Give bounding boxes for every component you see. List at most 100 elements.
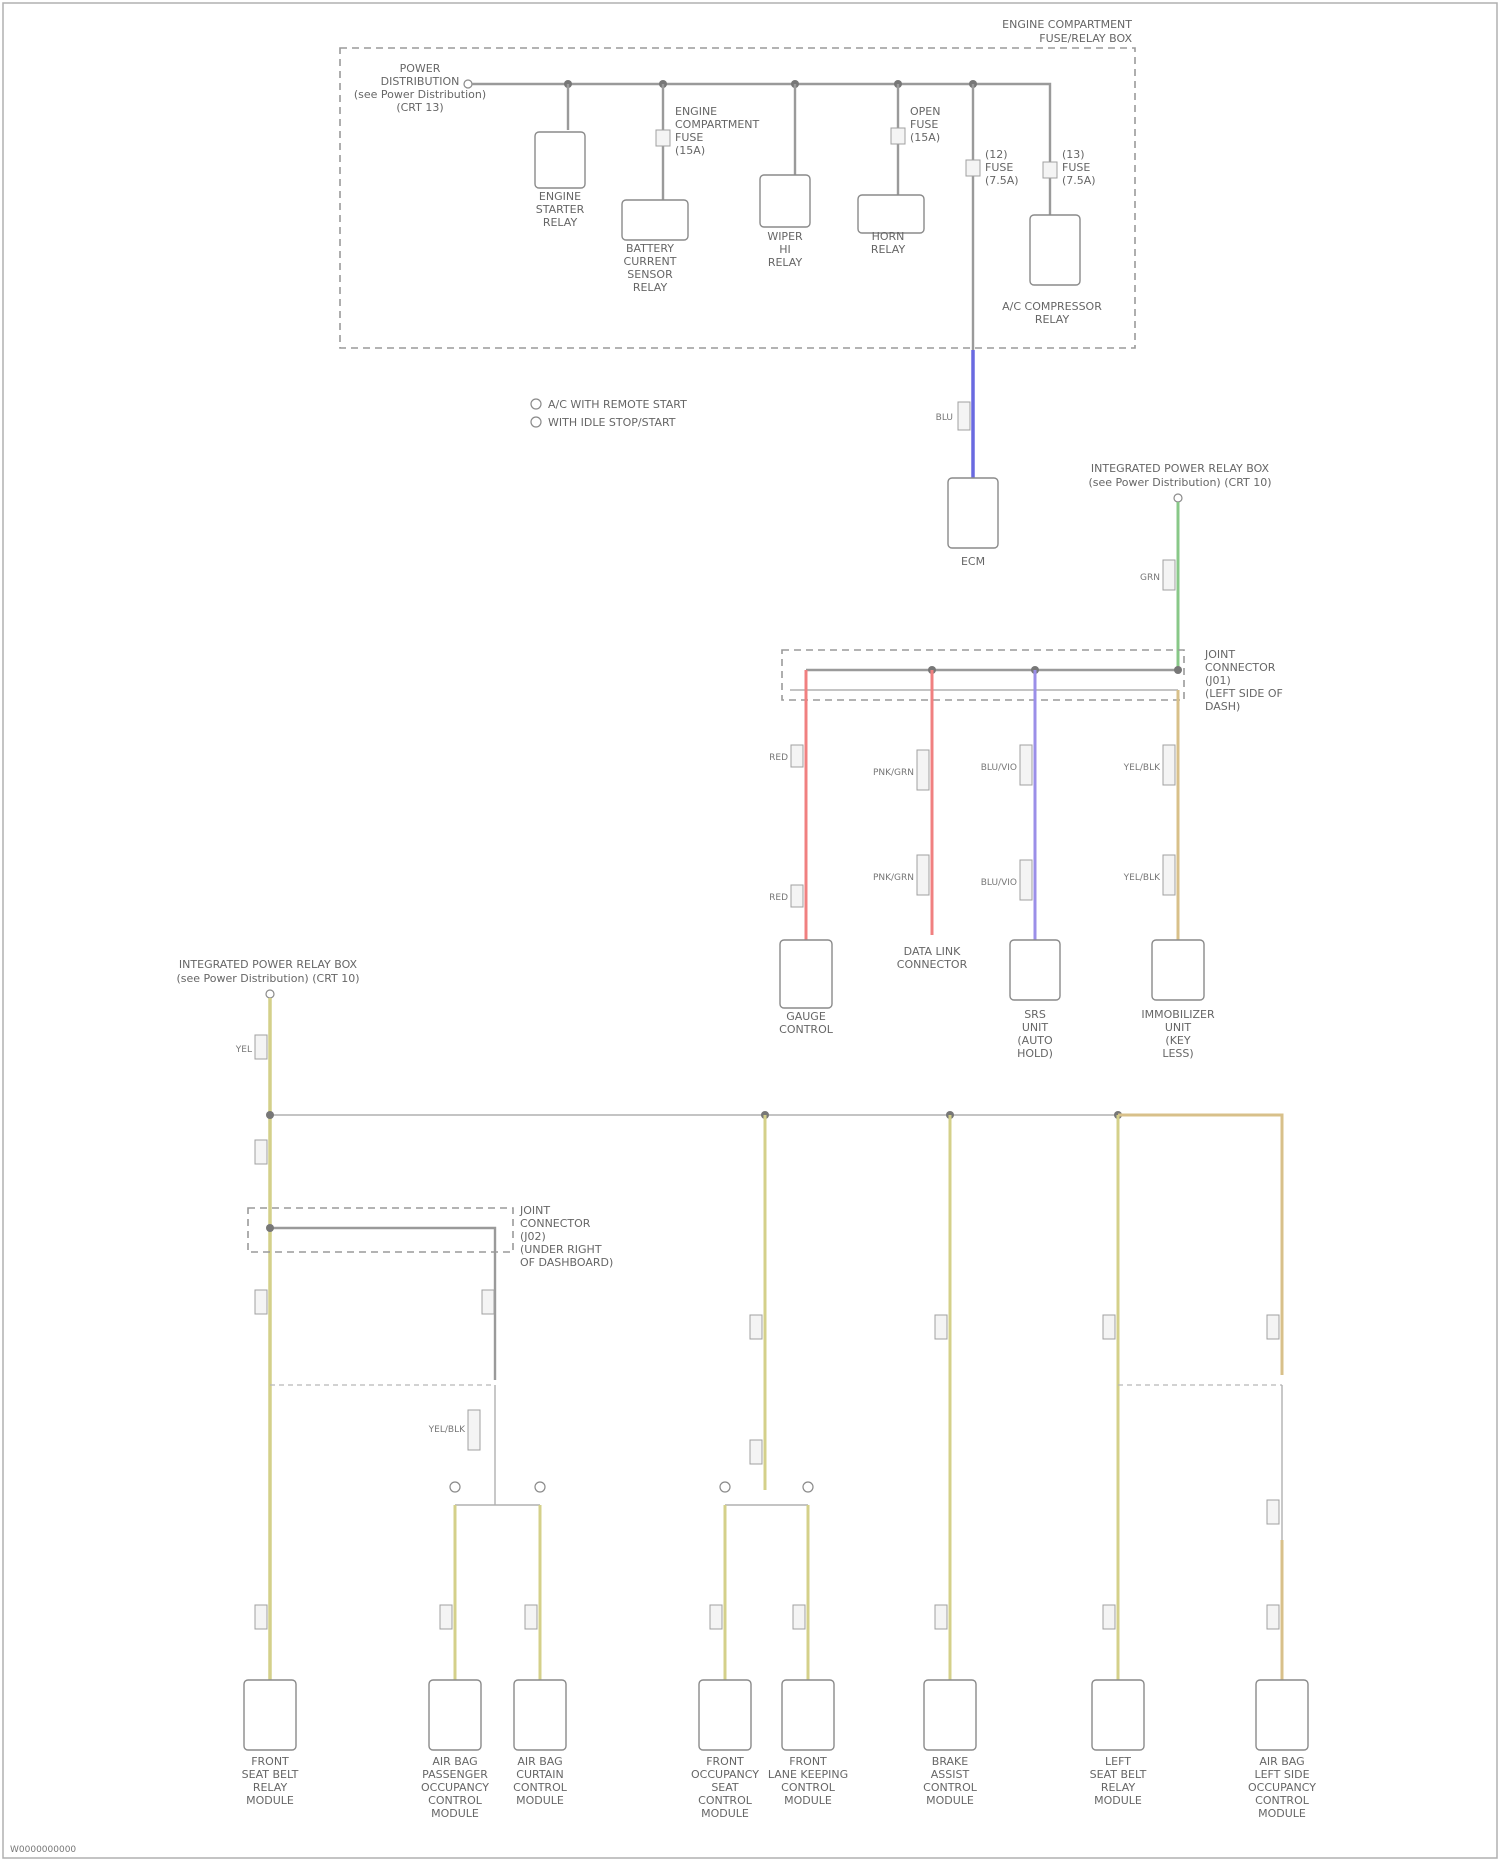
horn-relay (858, 195, 924, 233)
mid-comp-4-label-1: IMMOBILIZER (1141, 1008, 1215, 1021)
dist-tan-run (1118, 1115, 1282, 1375)
mid-wire-2-code: PNK/GRN (873, 768, 914, 778)
module-4-label-3: SEAT (711, 1781, 739, 1794)
mid-wire-4-tag-a (1163, 745, 1175, 785)
module-2-label-2: PASSENGER (422, 1768, 488, 1781)
fuse-b-symbol (891, 128, 905, 144)
module-8-label-5: MODULE (1258, 1807, 1306, 1820)
power-source-line-2: DISTRIBUTION (381, 75, 460, 88)
fuse-box-title-2: FUSE/RELAY BOX (1039, 32, 1132, 45)
srs-unit-module (1010, 940, 1060, 1000)
mid-wire-4-tag-b (1163, 855, 1175, 895)
relay-1-label-2: STARTER (536, 203, 585, 216)
bottom-joint-label-5: OF DASHBOARD) (520, 1256, 613, 1269)
fuse-d-label-1: (13) (1062, 148, 1085, 161)
battery-current-sensor-relay (622, 200, 688, 240)
module-7 (1092, 1680, 1144, 1750)
legend-text-2: WITH IDLE STOP/START (548, 416, 676, 429)
joint-label-3: (J01) (1205, 674, 1231, 687)
mid-comp-2-label-2: CONNECTOR (897, 958, 968, 971)
module-1 (244, 1680, 296, 1750)
dist-node-0 (266, 1111, 274, 1119)
mid-comp-4-label-3: (KEY (1165, 1034, 1190, 1047)
mid-wire-2-tag-b (917, 855, 929, 895)
module-1-label-3: RELAY (253, 1781, 288, 1794)
bottom-trunk-code: YEL (235, 1045, 252, 1055)
fuse-c-label-2: FUSE (985, 161, 1013, 174)
bottom-branch-tag-1 (482, 1290, 494, 1314)
ecm-wire-code: BLU (936, 413, 953, 423)
bottom-side-tag (468, 1410, 480, 1450)
footer-code: W0000000000 (10, 1845, 76, 1855)
fuse-b-label-2: FUSE (910, 118, 938, 131)
module-8-label-4: CONTROL (1255, 1794, 1310, 1807)
module-6-label-1: BRAKE (932, 1755, 968, 1768)
mid-comp-1-label-1: GAUGE (786, 1010, 826, 1023)
bottom-trunk-tag-1 (255, 1035, 267, 1059)
fuse-a-label-3: FUSE (675, 131, 703, 144)
engine-starter-relay (535, 132, 585, 188)
mid-joint-block: INTEGRATED POWER RELAY BOX (see Power Di… (769, 462, 1283, 1060)
legend-marker-2 (531, 417, 541, 427)
bottom-trunk-tag-3 (255, 1290, 267, 1314)
mid-wire-3-tag-b (1020, 860, 1032, 900)
mid-wire-1-tag-a (791, 745, 803, 767)
module-1-label-1: FRONT (251, 1755, 289, 1768)
module-7-label-1: LEFT (1105, 1755, 1131, 1768)
mid-wire-2-code-lower: PNK/GRN (873, 873, 914, 883)
fuse-d-label-3: (7.5A) (1062, 174, 1096, 187)
module-3-label-3: CONTROL (513, 1781, 568, 1794)
mid-wire-1-tag-b (791, 885, 803, 907)
module-2 (429, 1680, 481, 1750)
joint-node-3 (1174, 666, 1182, 674)
relay-3-label-3: RELAY (768, 256, 803, 269)
joint-label-2: CONNECTOR (1205, 661, 1276, 674)
relay-2-label-4: RELAY (633, 281, 668, 294)
relay-5-label-2: RELAY (1035, 313, 1070, 326)
mid-wire-3-tag-a (1020, 745, 1032, 785)
m8-tag-1 (1267, 1315, 1279, 1339)
b-tag-2 (750, 1440, 762, 1464)
relay-2-label-2: CURRENT (624, 255, 677, 268)
module-2-label-1: AIR BAG (432, 1755, 477, 1768)
module-5-label-3: CONTROL (781, 1781, 836, 1794)
module-4-label-4: CONTROL (698, 1794, 753, 1807)
b-tag-1 (750, 1315, 762, 1339)
pin-b2 (803, 1482, 813, 1492)
bottom-module-block: INTEGRATED POWER RELAY BOX (see Power Di… (10, 958, 1316, 1855)
bottom-header-1: INTEGRATED POWER RELAY BOX (179, 958, 358, 971)
module-3-label-1: AIR BAG (517, 1755, 562, 1768)
mid-header-2: (see Power Distribution) (CRT 10) (1088, 476, 1271, 489)
module-2-label-3: OCCUPANCY (421, 1781, 489, 1794)
relay-2-label-3: SENSOR (627, 268, 673, 281)
module-5-label-2: LANE KEEPING (768, 1768, 848, 1781)
fuse-b-label-3: (15A) (910, 131, 940, 144)
m7-tag-2 (1103, 1605, 1115, 1629)
module-1-label-4: MODULE (246, 1794, 294, 1807)
m4-tag (710, 1605, 722, 1629)
mid-comp-4-label-4: LESS) (1162, 1047, 1193, 1060)
bottom-trunk-tag-4 (255, 1605, 267, 1629)
relay-2-label-1: BATTERY (626, 242, 674, 255)
m3-tag (525, 1605, 537, 1629)
module-6-label-4: MODULE (926, 1794, 974, 1807)
bottom-source-terminal (266, 990, 274, 998)
fuse-c-symbol (966, 160, 980, 176)
ac-compressor-relay (1030, 215, 1080, 285)
fuse-d-symbol (1043, 162, 1057, 178)
relay-4-label-1: HORN (872, 230, 905, 243)
module-5-label-1: FRONT (789, 1755, 827, 1768)
mid-header-1: INTEGRATED POWER RELAY BOX (1091, 462, 1270, 475)
pin-a1 (450, 1482, 460, 1492)
mid-wire-1-code-lower: RED (769, 893, 788, 903)
relay-5-label-1: A/C COMPRESSOR (1002, 300, 1102, 313)
bottom-header-2: (see Power Distribution) (CRT 10) (176, 972, 359, 985)
module-4-label-5: MODULE (701, 1807, 749, 1820)
bottom-side-wire-code: YEL/BLK (428, 1425, 466, 1435)
module-4-label-1: FRONT (706, 1755, 744, 1768)
fuse-a-symbol (656, 130, 670, 146)
power-source-line-1: POWER (400, 62, 441, 75)
bottom-joint-label-1: JOINT (519, 1204, 550, 1217)
joint-label-1: JOINT (1204, 648, 1235, 661)
